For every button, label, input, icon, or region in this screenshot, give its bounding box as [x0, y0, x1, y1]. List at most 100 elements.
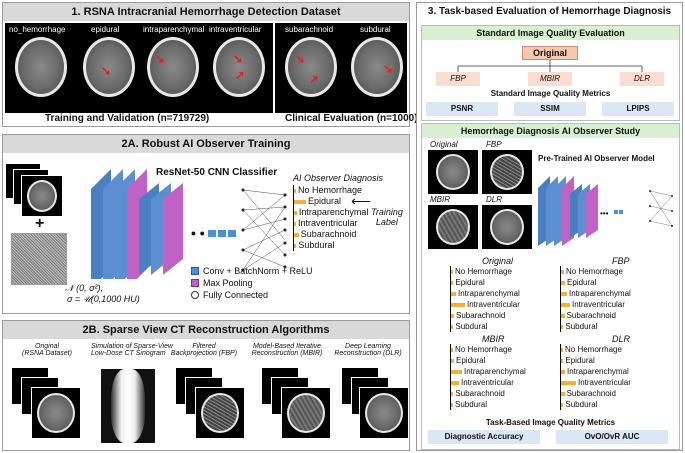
bar-label: Subarachnoid: [566, 388, 616, 398]
std-iq-box: Standard Image Quality Evaluation Origin…: [421, 25, 680, 121]
legend-label: Conv + BatchNorm + ReLU: [203, 266, 313, 276]
metric-box: PSNR: [426, 102, 498, 116]
network-connections: [241, 188, 287, 272]
caption-line: Backprojection (FBP): [170, 350, 238, 357]
chart-axis: [450, 266, 451, 332]
bar-mark: [294, 232, 299, 237]
fc-legend-icon: [191, 291, 199, 299]
eval-label: Clinical Evaluation (n=1000): [285, 113, 418, 124]
type-label: subarachnoid: [285, 25, 334, 34]
bar-mark: [561, 380, 576, 385]
bar-mark: [294, 199, 306, 204]
type-label: intraparenchymal: [143, 25, 205, 34]
hemorrhage-arrow-icon: ➚: [235, 68, 246, 82]
std-metrics-title: Standard Image Quality Metrics: [490, 89, 611, 98]
hemorrhage-arrow-icon: ➘: [101, 64, 112, 78]
pretrained-cnn-diagram: •••: [538, 176, 623, 246]
sinogram-image: [101, 369, 155, 443]
bar-label: Subdural: [455, 321, 488, 331]
ct-stack-image: [21, 175, 63, 217]
ct-scan-image: [147, 37, 199, 97]
bar-mark: [561, 369, 565, 374]
bar-label: No Hemorrhage: [565, 344, 622, 354]
caption-line: Reconstruction (DLR): [334, 350, 402, 357]
task-metrics-title: Task-Based Image Quality Metrics: [485, 418, 616, 427]
bar-mark: [561, 269, 564, 274]
thumb-label: FBP: [486, 140, 502, 149]
bar-mark: [451, 358, 454, 363]
bar-mark: [451, 391, 454, 396]
ct-thumb-image: [428, 150, 478, 194]
caption-line: Original: [34, 343, 60, 350]
bar-label: Intraventricular: [461, 377, 514, 387]
panel-training-title: 2A. Robust AI Observer Training: [3, 135, 409, 153]
panel-evaluation-title: 3. Task-based Evaluation of Hemorrhage D…: [417, 3, 682, 21]
bar-label: Subarachnoid: [455, 388, 505, 398]
panel-recon: 2B. Sparse View CT Reconstruction Algori…: [2, 320, 410, 451]
bar-mark: [451, 269, 453, 274]
bar-label: Subarachnoid: [456, 310, 506, 320]
bar-mark: [561, 391, 565, 396]
bar-label: Epidural: [456, 355, 486, 365]
study-box: Hemorrhage Diagnosis AI Observer Study O…: [421, 123, 680, 450]
caption-line: Model-Based Iterative: [252, 343, 322, 350]
noise-formula: 𝒩 (0, σ²),: [65, 283, 104, 293]
chart-axis: [560, 344, 561, 410]
noise-formula: σ = 𝒰(0,1000 HU): [67, 294, 140, 304]
bar-label: Subdural: [565, 399, 598, 409]
caption-line: Deep Learning: [345, 343, 391, 350]
method-box: MBIR: [528, 72, 572, 86]
hemorrhage-arrow-icon: ➘: [233, 52, 244, 66]
ct-thumb-image: [482, 205, 532, 249]
bar-mark: [451, 280, 454, 285]
noise-image: [11, 233, 67, 285]
bar-label: Intraventricular: [578, 377, 631, 387]
bar-label: No Hemorrhage: [455, 266, 512, 276]
chart-title: DLR: [612, 334, 631, 344]
caption: Original(RSNA Dataset): [17, 343, 77, 357]
diagnosis-title: AI Observer Diagnosis: [293, 173, 384, 183]
bar-label: Subarachnoid: [566, 310, 616, 320]
legend-label: Fully Connected: [203, 290, 269, 300]
conv-legend-icon: [191, 267, 199, 275]
chart-title: FBP: [612, 256, 630, 266]
chart-title: MBIR: [482, 334, 505, 344]
ct-scan-image: [351, 37, 403, 97]
panel-dataset: 1. RSNA Intracranial Hemorrhage Detectio…: [2, 2, 418, 127]
ct-thumb-image: [428, 205, 478, 249]
cnn-diagram: [91, 169, 183, 279]
pool-legend-icon: [191, 279, 199, 287]
chart-title: Original: [482, 256, 514, 266]
caption-line: Simulation of Sparse-View: [91, 343, 173, 350]
train-label: Training and Validation (n=719729): [45, 113, 210, 124]
training-label-line: Training: [371, 207, 403, 217]
training-label-line: Label: [375, 217, 398, 227]
panel-dataset-title: 1. RSNA Intracranial Hemorrhage Detectio…: [3, 3, 409, 21]
type-label: no_hemorrhage: [9, 25, 66, 34]
bar-label: Subarachnoid: [300, 229, 357, 239]
bar-label: Intraparenchymal: [458, 288, 520, 298]
ct-scan-image: [285, 37, 337, 97]
panel-recon-title: 2B. Sparse View CT Reconstruction Algori…: [3, 321, 409, 339]
hemorrhage-arrow-icon: ➘: [295, 52, 306, 66]
bar-mark: [561, 313, 565, 318]
type-label: subdural: [360, 25, 391, 34]
bar-mark: [451, 302, 465, 307]
study-title: Hemorrhage Diagnosis AI Observer Study: [422, 124, 679, 138]
metric-box: LPIPS: [602, 102, 674, 116]
ct-scan-image: [213, 37, 265, 97]
bar-mark: [451, 291, 456, 296]
bar-label: No Hemorrhage: [455, 344, 512, 354]
pretrained-title: Pre-Trained AI Observer Model: [538, 154, 655, 163]
ct-strip: no_hemorrhage epidural intraparenchymal …: [5, 23, 407, 113]
ellipsis: • • •: [191, 225, 214, 241]
type-label: epidural: [91, 25, 120, 34]
connector-lines: [457, 60, 643, 72]
bar-mark: [451, 369, 462, 374]
hemorrhage-arrow-icon: ➚: [309, 72, 320, 86]
fc-layer: [208, 230, 236, 237]
